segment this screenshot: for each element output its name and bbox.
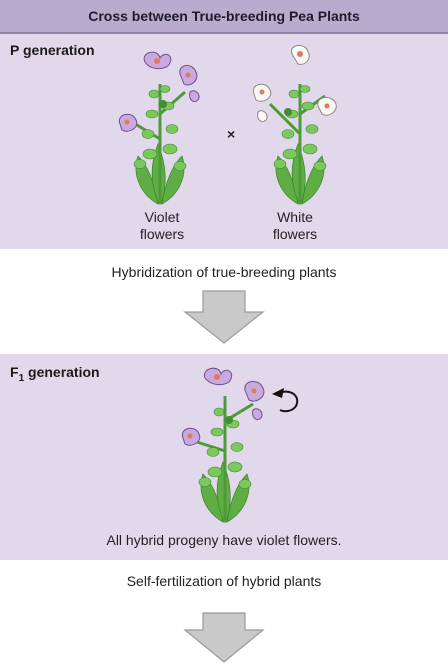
white-flower-icon (252, 45, 337, 123)
pea-plant-violet-icon (118, 51, 200, 205)
violet-caption-line2: flowers (139, 226, 185, 242)
down-arrow-icon (183, 290, 265, 344)
white-caption-line1: White (277, 209, 313, 225)
f1-label-f: F (10, 364, 19, 380)
f1-generation-label: F1 generation (10, 364, 100, 384)
violet-caption-line1: Violet (144, 209, 180, 225)
white-caption-line2: flowers (272, 226, 318, 242)
f1-label-subscript: 1 (18, 372, 25, 384)
diagram-title: Cross between True-breeding Pea Plants (88, 8, 360, 24)
hybridization-step-text: Hybridization of true-breeding plants (111, 264, 337, 280)
p-generation-label: P generation (10, 42, 95, 58)
self-pollination-arrow-icon (272, 388, 299, 413)
pea-plant-white-icon (252, 45, 337, 205)
down-arrow-icon (183, 612, 265, 663)
p-generation-panel: P generation Violet flowers × (0, 34, 448, 249)
pea-plant-f1-violet-icon (181, 367, 265, 523)
violet-flowers-caption: Violet flowers (130, 209, 194, 243)
f1-caption: All hybrid progeny have violet flowers. (106, 532, 342, 548)
f1-label-rest: generation (24, 364, 100, 380)
diagram-title-bar: Cross between True-breeding Pea Plants (0, 0, 448, 34)
cross-symbol: × (227, 126, 236, 142)
self-fertilization-step-text: Self-fertilization of hybrid plants (126, 573, 322, 589)
f1-generation-panel: F1 generation All hybrid progeny ha (0, 354, 448, 560)
white-flowers-caption: White flowers (263, 209, 327, 243)
